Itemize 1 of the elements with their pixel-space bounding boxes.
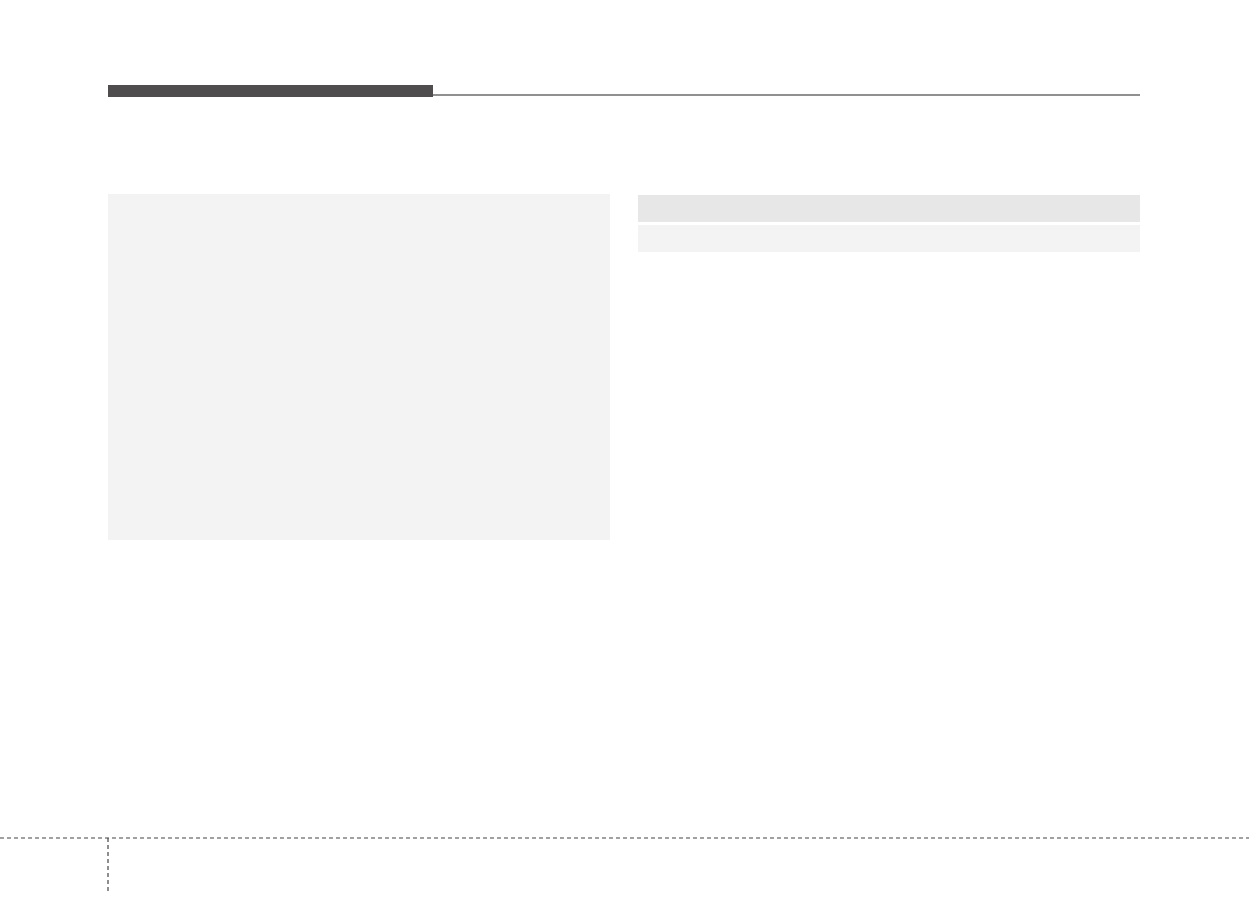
blank-panel — [638, 195, 1140, 222]
